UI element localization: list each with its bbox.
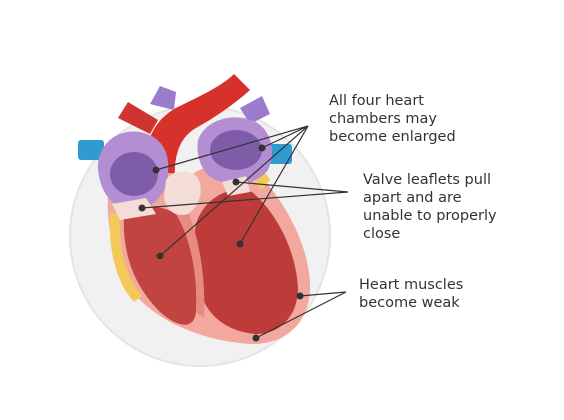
dot-muscle-bottom xyxy=(252,334,260,342)
pointer-lines xyxy=(141,125,349,339)
atrium-right-inner xyxy=(210,130,262,170)
label-muscles-line-2: become weak xyxy=(359,295,460,311)
pointer-dots xyxy=(138,144,304,342)
label-chambers-enlarged: All four heart chambers may become enlar… xyxy=(329,92,456,146)
aorta xyxy=(145,74,250,190)
pulmonary-vein-right xyxy=(268,144,292,164)
pointer-muscles-2 xyxy=(255,291,347,339)
label-valves-line-2: apart and are xyxy=(363,190,462,206)
pulmonary-artery-left-branch xyxy=(150,86,176,110)
pointer-chambers-2 xyxy=(261,125,309,149)
septum xyxy=(176,212,205,318)
pulmonary-artery-right-branch xyxy=(240,96,270,124)
label-chambers-line-3: become enlarged xyxy=(329,129,456,145)
label-chambers-line-2: chambers may xyxy=(329,111,438,127)
dot-valve-left xyxy=(138,204,146,212)
label-muscles-line-1: Heart muscles xyxy=(359,277,464,293)
dot-atrium-left xyxy=(152,166,160,174)
pointer-muscles-1 xyxy=(299,291,347,297)
label-chambers-line-1: All four heart xyxy=(329,93,424,109)
label-valve-leaflets: Valve leaflets pull apart and are unable… xyxy=(363,171,497,243)
atrium-left-inner xyxy=(110,152,158,196)
pointer-chambers-3 xyxy=(159,125,309,257)
dot-ventricle-left xyxy=(156,252,164,260)
vena-cava-left xyxy=(78,140,104,160)
dot-muscle-right xyxy=(296,292,304,300)
fat-tissue-left xyxy=(109,212,142,302)
aorta-branch xyxy=(118,102,158,134)
dot-atrium-right xyxy=(258,144,266,152)
label-valves-line-3: unable to properly xyxy=(363,208,497,224)
label-heart-muscles: Heart muscles become weak xyxy=(359,276,463,312)
label-valves-line-4: close xyxy=(363,226,401,242)
label-valves-line-1: Valve leaflets pull xyxy=(363,172,492,188)
valve-leaflet-right xyxy=(222,176,250,196)
pointer-valves-2 xyxy=(235,181,349,193)
dot-valve-right xyxy=(232,178,240,186)
pointer-valves-1 xyxy=(141,191,349,209)
valve-leaflet-left xyxy=(112,198,156,220)
ventricle-right xyxy=(193,189,298,334)
dot-ventricle-right xyxy=(236,240,244,248)
pointer-chambers-1 xyxy=(155,125,309,171)
ventricle-left xyxy=(123,206,197,325)
